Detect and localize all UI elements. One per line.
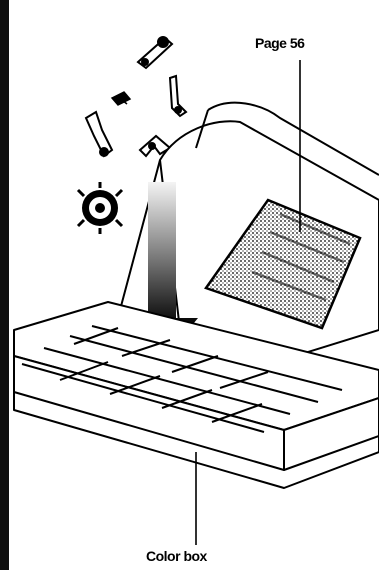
part-long-gear-shaft bbox=[138, 37, 172, 68]
part-small-clip bbox=[112, 92, 130, 105]
page-reference-label: Page 56 bbox=[255, 35, 304, 51]
part-cam bbox=[86, 112, 112, 156]
color-box-label: Color box bbox=[146, 548, 207, 564]
gear-left bbox=[78, 182, 122, 234]
part-lever bbox=[170, 76, 186, 116]
